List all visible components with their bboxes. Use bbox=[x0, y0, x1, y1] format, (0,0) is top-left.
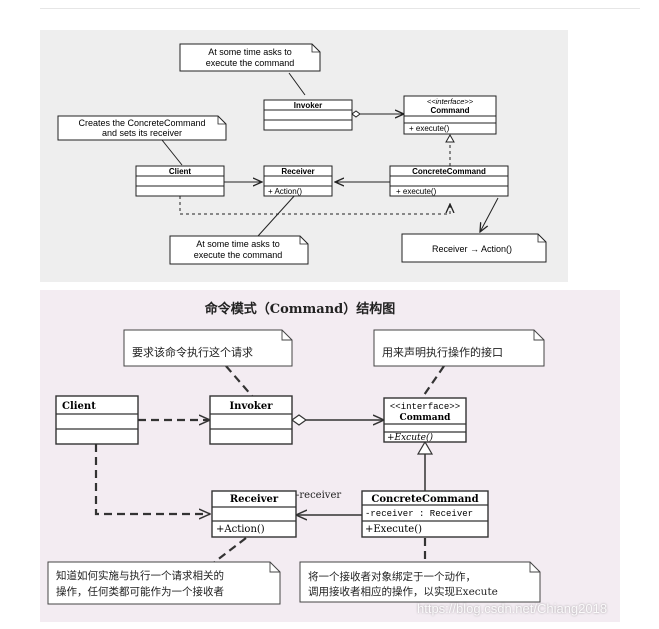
note-concrete-2: 将一个接收者对象绑定于一个动作， 调用接收者相应的操作，以实现Execute bbox=[299, 561, 541, 603]
client-concrete-dependency bbox=[179, 196, 450, 215]
note-client-line-2: and sets its receiver bbox=[102, 128, 182, 138]
note-concrete-line-2-2: 调用接收者相应的操作，以实现Execute bbox=[308, 585, 498, 598]
client-receiver-dependency bbox=[94, 444, 210, 514]
receiver-name: Receiver bbox=[281, 167, 314, 176]
diagram-1: At some time asks to execute the command… bbox=[57, 43, 547, 265]
command-stereotype-2: <<interface>> bbox=[390, 402, 460, 412]
note-invoker-line-1: At some time asks to bbox=[208, 47, 292, 57]
class-client-2: Client bbox=[55, 395, 139, 445]
invoker-name-2: Invoker bbox=[230, 401, 274, 412]
note-invoker-connector-2 bbox=[225, 365, 253, 397]
note-invoker: At some time asks to execute the command bbox=[179, 43, 321, 72]
class-client: Client bbox=[135, 165, 225, 197]
class-concrete-command-2: ConcreteCommand -receiver : Receiver +Ex… bbox=[361, 490, 489, 538]
concrete-method: + execute() bbox=[396, 187, 437, 196]
client-name: Client bbox=[169, 167, 192, 176]
command-name: Command bbox=[430, 106, 469, 115]
invoker-name: Invoker bbox=[294, 101, 322, 110]
note-receiver: At some time asks to execute the command bbox=[169, 235, 309, 265]
command-method: + execute() bbox=[409, 124, 450, 133]
note-command-connector-2 bbox=[421, 365, 445, 399]
class-concrete-command: ConcreteCommand + execute() bbox=[389, 165, 509, 197]
diagram-2-title: 命令模式（Command）结构图 bbox=[204, 301, 396, 317]
note-client: Creates the ConcreteCommand and sets its… bbox=[57, 115, 227, 141]
note-invoker-text-2: 要求该命令执行这个请求 bbox=[132, 345, 253, 359]
concrete-name-2: ConcreteCommand bbox=[371, 494, 478, 505]
class-invoker-2: Invoker bbox=[209, 395, 293, 445]
concrete-attr-2: -receiver : Receiver bbox=[365, 509, 473, 519]
note-invoker-2: 要求该命令执行这个请求 bbox=[123, 329, 293, 367]
note-receiver-2: 知道如何实施与执行一个请求相关的 操作，任何类都可能作为一个接收者 bbox=[47, 561, 281, 605]
note-client-line-1: Creates the ConcreteCommand bbox=[78, 118, 205, 128]
receiver-method: + Action() bbox=[268, 187, 302, 196]
note-receiver-line-1-2: 知道如何实施与执行一个请求相关的 bbox=[56, 569, 224, 582]
top-divider bbox=[40, 8, 640, 9]
realization-triangle-2 bbox=[416, 440, 434, 455]
note-concrete: Receiver → Action() bbox=[401, 233, 547, 263]
note-concrete-line-1-2: 将一个接收者对象绑定于一个动作， bbox=[308, 570, 476, 583]
client-name-2: Client bbox=[62, 401, 96, 412]
note-client-connector bbox=[161, 139, 183, 166]
concrete-method-2: +Execute() bbox=[365, 524, 422, 535]
note-receiver-connector bbox=[257, 193, 297, 237]
note-receiver-line-2-2: 操作，任何类都可能作为一个接收者 bbox=[56, 585, 224, 598]
note-receiver-line-1: At some time asks to bbox=[196, 239, 280, 249]
note-concrete-text: Receiver → Action() bbox=[432, 244, 512, 254]
realization-triangle bbox=[445, 133, 455, 143]
watermark: https://blog.csdn.net/Chiang2018 bbox=[417, 601, 608, 616]
note-invoker-line-2: execute the command bbox=[206, 58, 295, 68]
aggregation-diamond-2 bbox=[290, 414, 308, 426]
command-name-2: Command bbox=[400, 413, 452, 423]
receiver-method-2: +Action() bbox=[216, 524, 265, 535]
note-receiver-connector-2 bbox=[211, 537, 247, 565]
diagram-2: 命令模式（Command）结构图 -receiver 要求该命令执行这个请求 用… bbox=[47, 301, 545, 605]
class-invoker: Invoker bbox=[263, 99, 353, 131]
command-stereotype: <<interface>> bbox=[427, 97, 474, 106]
note-receiver-line-2: execute the command bbox=[194, 250, 283, 260]
aggregation-diamond bbox=[351, 110, 361, 118]
note-command-text-2: 用来声明执行操作的接口 bbox=[382, 345, 503, 359]
class-command: <<interface>> Command + execute() bbox=[403, 95, 497, 135]
class-command-2: <<interface>> Command +Excute() bbox=[383, 397, 467, 443]
note-command-2: 用来声明执行操作的接口 bbox=[373, 329, 545, 367]
command-method-2: +Excute() bbox=[387, 432, 433, 443]
class-receiver-2: Receiver +Action() bbox=[211, 490, 297, 538]
concrete-name: ConcreteCommand bbox=[412, 167, 486, 176]
note-invoker-connector bbox=[288, 72, 306, 96]
receiver-role-label: -receiver bbox=[296, 490, 341, 501]
note-concrete-connector bbox=[480, 197, 499, 232]
class-receiver: Receiver + Action() bbox=[263, 165, 333, 197]
receiver-name-2: Receiver bbox=[230, 494, 279, 505]
